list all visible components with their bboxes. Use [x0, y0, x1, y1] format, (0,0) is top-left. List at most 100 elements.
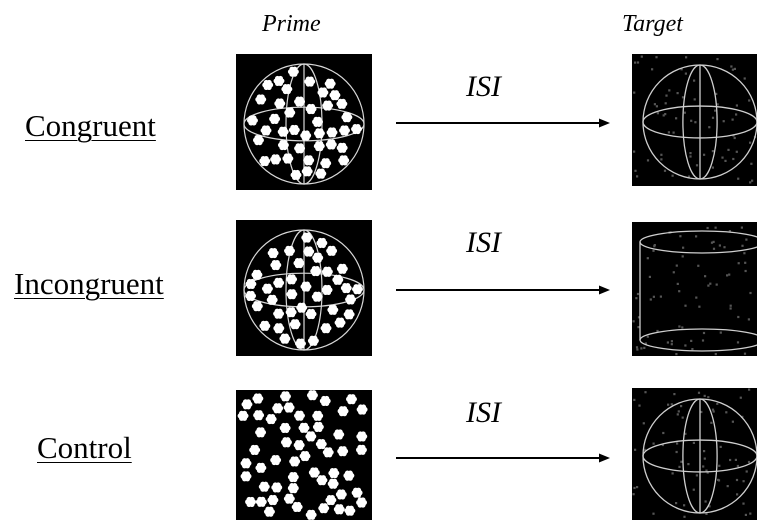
dot [274, 98, 286, 109]
dot [255, 496, 267, 507]
dot [301, 166, 313, 177]
dot [305, 103, 317, 115]
dot [356, 431, 368, 442]
dot [356, 497, 368, 508]
dot [295, 338, 306, 349]
prime-panel-control [236, 390, 372, 520]
dot [263, 506, 275, 517]
dot [300, 130, 312, 141]
dot [284, 245, 295, 256]
dot [293, 440, 305, 451]
dot [259, 320, 271, 331]
dot [339, 125, 350, 136]
target-panel-control [632, 388, 757, 520]
dot [294, 96, 305, 107]
dot [300, 281, 312, 292]
dot [333, 429, 345, 440]
dot [287, 471, 299, 483]
dot [321, 266, 333, 277]
dot [312, 252, 324, 263]
dot [253, 135, 264, 146]
dot [320, 158, 332, 169]
dot [343, 309, 355, 320]
prime-column-header: Prime [262, 11, 321, 37]
arrow-incongruent [396, 285, 610, 295]
dot [282, 153, 294, 164]
dot [338, 155, 350, 166]
dot [312, 421, 324, 432]
dot [315, 168, 327, 179]
sphere-of-dots-image [243, 229, 365, 351]
dot [259, 155, 271, 167]
dot [240, 458, 252, 469]
dot [255, 94, 267, 105]
dot [270, 259, 282, 271]
dot [290, 169, 302, 181]
dot [237, 410, 249, 421]
dot [245, 278, 257, 290]
dot [303, 246, 315, 257]
dot [322, 447, 334, 458]
dot [270, 454, 282, 466]
dot [316, 475, 328, 486]
dot [327, 304, 339, 315]
dot [255, 427, 267, 438]
dot [273, 308, 285, 319]
dot [266, 294, 278, 305]
dot [336, 142, 348, 153]
dot [333, 504, 345, 515]
dot [247, 115, 258, 126]
dot [258, 481, 270, 492]
dot [273, 323, 285, 334]
dot [280, 391, 291, 402]
dot [326, 127, 338, 138]
dot [285, 307, 297, 318]
dot [281, 84, 293, 95]
dot [286, 289, 298, 300]
dot [303, 155, 315, 166]
prime-panel-congruent [236, 54, 372, 190]
dot [245, 290, 257, 302]
dot [332, 274, 344, 285]
dot [283, 493, 295, 504]
dot [272, 403, 284, 414]
dot [255, 462, 267, 473]
dot [356, 404, 368, 415]
dot [284, 107, 296, 118]
dot [288, 124, 300, 136]
dot [267, 247, 279, 259]
dot [337, 446, 349, 457]
dot [296, 302, 308, 313]
dot [291, 501, 303, 513]
dot [261, 283, 273, 294]
dot [253, 410, 265, 421]
isi-label-control: ISI [466, 396, 501, 429]
dot [280, 437, 292, 448]
dot [315, 438, 327, 450]
prime-panel-incongruent [236, 220, 372, 356]
dot [334, 317, 346, 328]
dot [277, 126, 289, 137]
dot [324, 78, 336, 89]
dot [251, 269, 263, 280]
dot [313, 128, 325, 139]
dot [304, 76, 316, 87]
dot [355, 444, 367, 455]
dot [325, 494, 337, 506]
dot [351, 487, 363, 498]
dot [305, 431, 317, 442]
dot [310, 266, 322, 277]
dot [352, 284, 363, 295]
dot [286, 274, 298, 285]
dot [329, 90, 341, 101]
dot [299, 450, 311, 462]
dot [279, 422, 291, 434]
dot [340, 282, 352, 294]
dot [320, 323, 332, 334]
dot [336, 263, 348, 274]
target-panel-incongruent [632, 222, 757, 356]
row-label-control: Control [37, 430, 132, 465]
dot [313, 140, 325, 152]
sphere-outline-image [633, 55, 757, 184]
dot [343, 470, 355, 481]
